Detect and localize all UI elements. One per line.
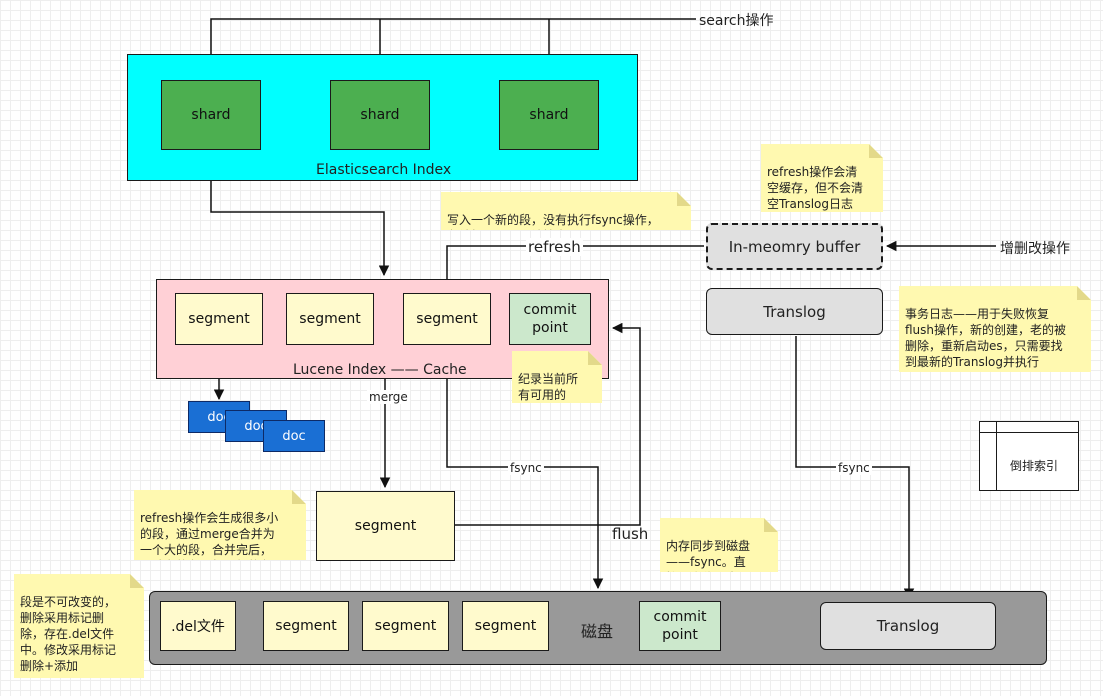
note-refresh-new-segment: 写入一个新的段，没有执行fsync操作， 段被打开，可以被搜索 — [441, 192, 691, 230]
disk-commit-point[interactable]: commit point — [639, 601, 721, 651]
doc-3[interactable]: doc — [263, 420, 325, 452]
refresh-label: refresh — [526, 238, 583, 256]
note-translog-desc: 事务日志——用于失败恢复 flush操作，新的创建，老的被 删除，重新启动es，… — [899, 286, 1091, 372]
lucene-segment-1[interactable]: segment — [175, 293, 263, 345]
disk-segment-3[interactable]: segment — [462, 601, 549, 651]
shard-3[interactable]: shard — [499, 80, 599, 150]
translog[interactable]: Translog — [706, 288, 883, 335]
inverted-index-legend: 倒排索引 — [979, 421, 1079, 491]
del-file[interactable]: .del文件 — [160, 601, 236, 651]
disk-label: 磁盘 — [581, 622, 614, 641]
shard-2[interactable]: shard — [330, 80, 430, 150]
inverted-index-label: 倒排索引 — [1010, 459, 1059, 473]
note-immutable-desc: 段是不可改变的， 删除采用标记删 除，存在.del文件 中。修改采用标记 删除+… — [14, 574, 144, 678]
elasticsearch-index-label: Elasticsearch Index — [316, 162, 452, 178]
fsync-label-right: fsync — [836, 461, 872, 475]
disk-segment-2[interactable]: segment — [362, 601, 449, 651]
disk-segment-1[interactable]: segment — [263, 601, 349, 651]
in-memory-buffer[interactable]: In-meomry buffer — [706, 223, 883, 270]
search-operation-label: search操作 — [699, 13, 774, 29]
note-commit-desc: 纪录当前所 有可用的 segment — [512, 351, 602, 403]
lucene-segment-2[interactable]: segment — [286, 293, 374, 345]
disk-translog[interactable]: Translog — [820, 602, 996, 650]
merge-label: merge — [367, 390, 410, 404]
lucene-segment-3[interactable]: segment — [403, 293, 491, 345]
lucene-index-label: Lucene Index —— Cache — [293, 362, 467, 378]
note-fsync-desc: 内存同步到磁盘 ——fsync。直 接同步代价大。 — [660, 518, 778, 572]
fsync-label-left: fsync — [508, 461, 544, 475]
lucene-commit-point[interactable]: commit point — [509, 293, 591, 345]
flush-label: flush — [612, 525, 649, 543]
crud-operation-label: 增删改操作 — [1000, 241, 1070, 257]
merged-segment[interactable]: segment — [316, 491, 455, 561]
note-refresh-clear: refresh操作会清 空缓存，但不会清 空Translog日志 — [761, 144, 883, 212]
shard-1[interactable]: shard — [161, 80, 261, 150]
note-merge-desc: refresh操作会生成很多小 的段，通过merge合并为 一个大的段，合并完后… — [134, 490, 306, 560]
